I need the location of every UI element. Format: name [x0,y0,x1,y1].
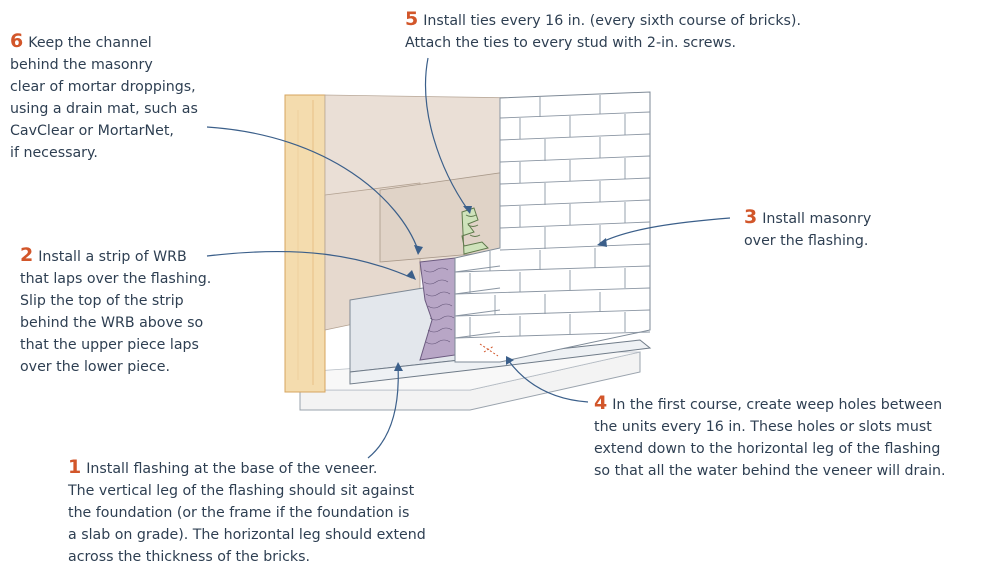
callout-1-number: 1 [68,456,82,478]
callout-4-line-1: In the first course, create weep holes b… [612,397,943,413]
callout-2-line-6: over the lower piece. [20,359,170,375]
callout-6-line-5: CavClear or MortarNet, [10,123,174,139]
callout-2-line-5: that the upper piece laps [20,337,199,353]
callout-5-number: 5 [405,8,419,30]
callout-1-line-1: Install flashing at the base of the vene… [86,461,378,477]
callout-3-number: 3 [744,206,758,228]
callout-4-number: 4 [594,392,608,414]
callout-3-line-2: over the flashing. [744,233,869,249]
callout-3-line-1: Install masonry [762,211,872,227]
callout-6-line-6: if necessary. [10,145,98,161]
callout-6-line-3: clear of mortar droppings, [10,79,196,95]
callout-1-line-2: The vertical leg of the flashing should … [68,483,415,499]
wood-stud [284,94,326,393]
callout-5-line-1: Install ties every 16 in. (every sixth c… [423,13,801,29]
leader-5 [424,57,469,211]
callout-2-line-1: Install a strip of WRB [38,249,187,265]
leader-6 [206,126,419,251]
leader-3 [599,217,731,244]
callout-4-line-3: extend down to the horizontal leg of the… [594,441,941,457]
callout-6-line-4: using a drain mat, such as [10,101,198,117]
leader-2 [206,250,413,279]
callout-5-line-2: Attach the ties to every stud with 2-in.… [405,35,736,51]
callout-2-line-4: behind the WRB above so [20,315,204,331]
callout-6-number: 6 [10,30,24,52]
callout-1-line-3: the foundation (or the frame if the foun… [68,505,410,521]
callout-2-line-2: that laps over the flashing. [20,271,212,287]
callout-1-line-5: across the thickness of the bricks. [68,549,310,565]
callout-6-line-2: behind the masonry [10,57,153,73]
callout-1-line-4: a slab on grade). The horizontal leg sho… [68,527,426,543]
leader-lines [206,57,731,459]
callout-6-line-1: Keep the channel [28,35,152,51]
brick-tie [461,207,489,255]
leader-4 [507,359,589,403]
callout-4-line-2: the units every 16 in. These holes or sl… [594,419,932,435]
leader-1 [367,365,399,459]
callout-4-line-4: so that all the water behind the veneer … [594,463,946,479]
callout-2-number: 2 [20,244,34,266]
brick-courses [454,95,651,339]
weep-hole [479,343,499,357]
callout-2-line-3: Slip the top of the strip [20,293,184,309]
